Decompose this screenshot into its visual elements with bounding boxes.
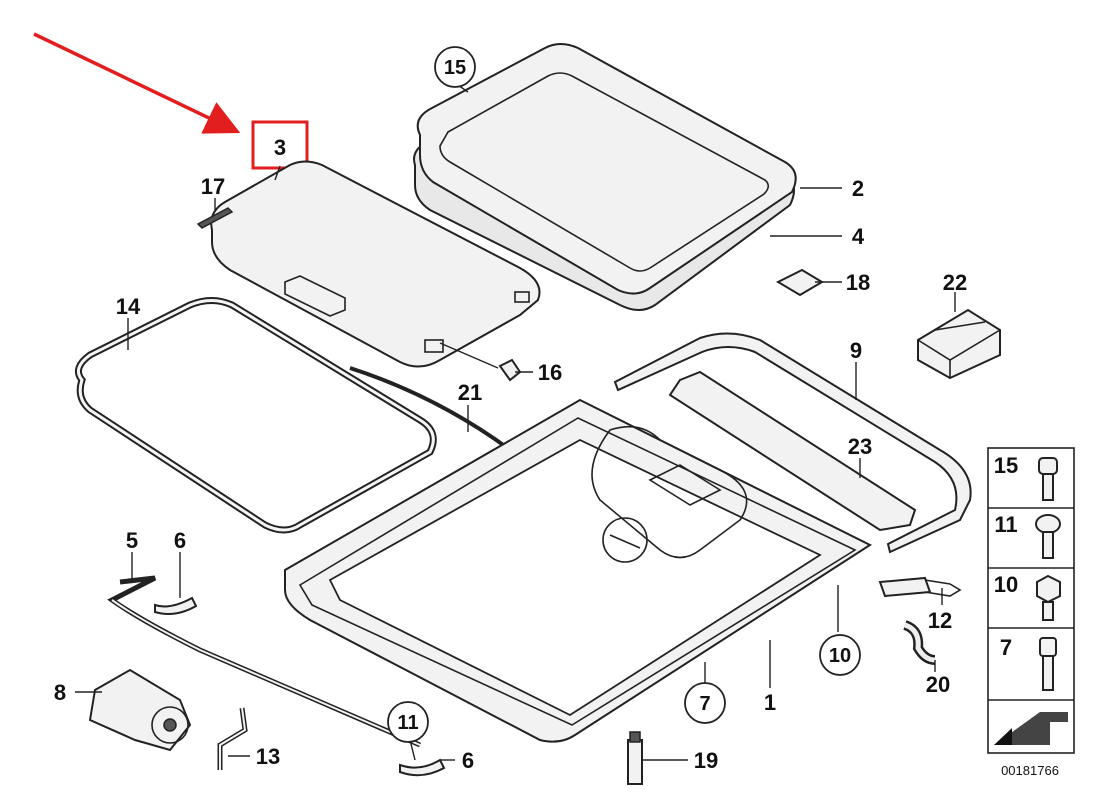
fastener-label: 11 xyxy=(994,512,1017,537)
callouts: 15 3 17 2 4 18 22 14 16 21 9 23 5 6 12 1… xyxy=(54,46,967,773)
callout-23: 23 xyxy=(848,434,872,459)
diagram-number: 00181766 xyxy=(1001,763,1059,778)
seal-frame xyxy=(74,297,437,534)
callout-17: 17 xyxy=(201,174,225,199)
leader-lines xyxy=(75,82,956,761)
callout-15: 15 xyxy=(444,57,466,79)
callout-circle xyxy=(819,634,861,676)
fastener-label: 7 xyxy=(1000,635,1012,660)
callout-20: 20 xyxy=(926,672,950,697)
callout-circle xyxy=(684,682,726,724)
callout-5: 5 xyxy=(126,528,138,553)
highlight-arrow xyxy=(33,32,241,134)
tube-12 xyxy=(878,576,962,598)
callout-3: 3 xyxy=(274,135,286,160)
glass-panel xyxy=(413,43,797,311)
clip-16 xyxy=(498,358,522,382)
sunshade-panel xyxy=(210,160,541,368)
callout-circle xyxy=(387,701,429,743)
bolt-cap-icon xyxy=(1038,457,1058,501)
deflector-23 xyxy=(668,370,917,532)
bracket-6b xyxy=(399,758,446,777)
clip-17 xyxy=(196,207,234,229)
callout-19: 19 xyxy=(694,748,718,773)
callout-22: 22 xyxy=(943,270,967,295)
callout-16: 16 xyxy=(538,360,562,385)
callout-13: 13 xyxy=(256,744,280,769)
callout-8: 8 xyxy=(54,680,66,705)
callout-21: 21 xyxy=(458,380,482,405)
callout-9: 9 xyxy=(850,338,862,363)
callout-7: 7 xyxy=(699,693,710,715)
sunroof-frame xyxy=(284,398,873,743)
fastener-label: 15 xyxy=(994,453,1018,478)
arrow-symbol-icon xyxy=(994,712,1068,745)
callout-11: 11 xyxy=(397,712,418,734)
bracket-6a xyxy=(154,596,198,615)
callout-circle xyxy=(434,46,476,88)
bolt-round-head-icon xyxy=(1035,514,1061,559)
callout-18: 18 xyxy=(846,270,870,295)
callout-1: 1 xyxy=(764,690,776,715)
motor-8 xyxy=(88,668,192,752)
fastener-label: 10 xyxy=(994,572,1018,597)
callout-4: 4 xyxy=(852,224,865,249)
bolt-socket-head-icon xyxy=(1039,637,1057,691)
damper-19 xyxy=(627,731,643,785)
bolt-hex-head-icon xyxy=(1036,574,1061,621)
callout-14: 14 xyxy=(116,294,141,319)
callout-10: 10 xyxy=(829,645,851,667)
callout-6: 6 xyxy=(462,748,474,773)
box-22 xyxy=(917,308,1001,380)
rail-9 xyxy=(613,332,972,554)
callout-6: 6 xyxy=(174,528,186,553)
callout-12: 12 xyxy=(928,608,952,633)
callout-2: 2 xyxy=(852,176,864,201)
fastener-table: 15 11 10 7 xyxy=(987,447,1075,754)
crank-13 xyxy=(217,707,248,770)
